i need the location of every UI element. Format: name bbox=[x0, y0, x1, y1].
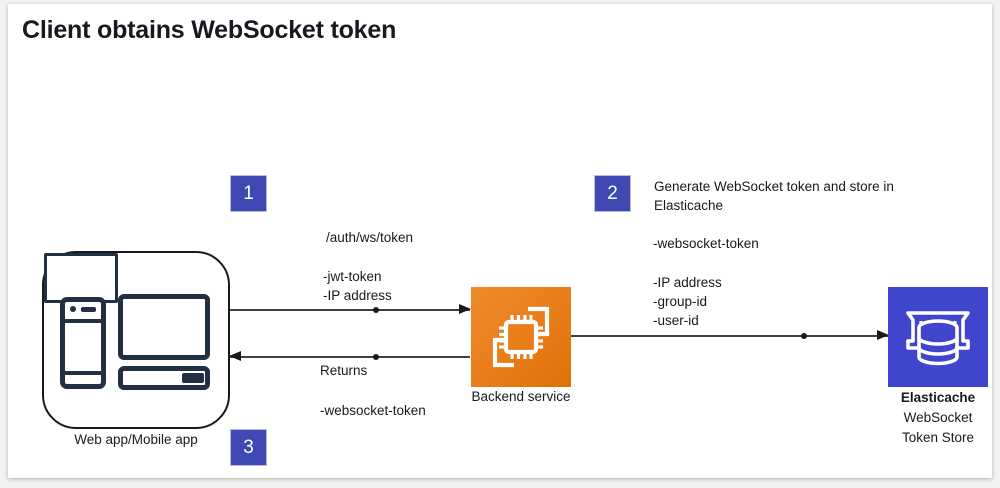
annotation-store-token: -websocket-token bbox=[653, 236, 759, 251]
node-elasticache[interactable] bbox=[888, 287, 988, 387]
node-elasticache-label: Elasticache WebSocket Token Store bbox=[863, 388, 1000, 448]
annotation-response-label: Returns bbox=[320, 363, 368, 378]
node-backend-label: Backend service bbox=[471, 389, 571, 404]
arrow-midpoint-dot bbox=[373, 306, 379, 313]
diagram-card: Client obtains WebSocket token 1 2 3 Gen… bbox=[8, 4, 992, 478]
arrow-midpoint-dot bbox=[801, 332, 807, 339]
annotation-response-token: -websocket-token bbox=[320, 403, 426, 418]
step-badge-3[interactable]: 3 bbox=[230, 429, 267, 466]
step-badge-2[interactable]: 2 bbox=[594, 175, 631, 212]
monitor-screen-icon bbox=[44, 253, 118, 303]
arrow-head-right bbox=[459, 304, 471, 314]
arrow-backend-to-elasticache bbox=[571, 330, 889, 340]
arrow-line bbox=[571, 335, 888, 337]
arrow-client-to-backend bbox=[230, 304, 471, 314]
annotation-request-params: -jwt-token -IP address bbox=[323, 269, 392, 303]
desktop-drive-icon bbox=[182, 373, 204, 383]
step-badge-1[interactable]: 1 bbox=[230, 175, 267, 212]
phone-bottom-divider bbox=[61, 371, 105, 375]
phone-camera-icon bbox=[70, 306, 76, 312]
arrow-midpoint-dot bbox=[373, 353, 379, 360]
phone-speaker-icon bbox=[81, 307, 96, 312]
annotation-request-path: /auth/ws/token bbox=[326, 230, 414, 245]
compute-chip-icon bbox=[492, 306, 550, 368]
node-elasticache-line2: WebSocket bbox=[903, 410, 973, 425]
step-2-description: Generate WebSocket token and store in El… bbox=[654, 179, 894, 213]
arrow-line bbox=[230, 356, 470, 358]
monitor-icon bbox=[118, 294, 210, 360]
arrow-backend-to-client bbox=[229, 351, 470, 361]
arrow-head-right bbox=[877, 330, 889, 340]
phone-top-divider bbox=[61, 319, 105, 323]
elasticache-memory-db-icon bbox=[906, 311, 970, 366]
arrow-head-left bbox=[229, 351, 241, 361]
annotation-store-attributes: -IP address -group-id -user-id bbox=[653, 275, 722, 328]
node-elasticache-line3: Token Store bbox=[901, 430, 975, 445]
node-backend-service[interactable] bbox=[471, 287, 571, 387]
arrow-line bbox=[230, 309, 470, 311]
page-title: Client obtains WebSocket token bbox=[22, 16, 397, 44]
node-client[interactable] bbox=[42, 251, 230, 429]
node-elasticache-title: Elasticache bbox=[900, 390, 976, 405]
node-client-label: Web app/Mobile app bbox=[74, 432, 198, 447]
